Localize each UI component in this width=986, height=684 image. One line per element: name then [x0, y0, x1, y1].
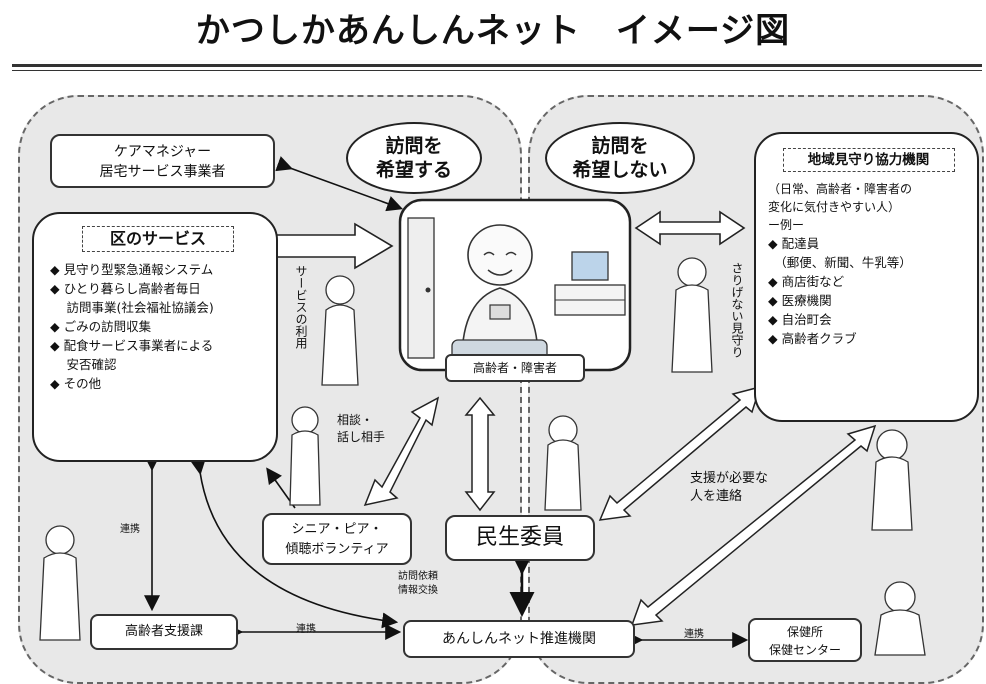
- anshin-net-org-box: あんしんネット推進機関: [403, 620, 635, 658]
- community-example: ー例ー: [768, 218, 805, 232]
- bubble-wish-line1: 訪問を: [385, 135, 443, 157]
- helper-person-icon: [321, 275, 359, 386]
- community-item: ◆ 配達員: [768, 236, 820, 251]
- bubble-wish-visit: 訪問を 希望する: [346, 122, 482, 194]
- elder-man-icon: [871, 429, 913, 531]
- cooperation-label: 連携: [684, 629, 704, 640]
- ward-service-item: ◆ 見守り型緊急通報システム: [50, 262, 214, 277]
- community-heading: 地域見守り協力機関: [782, 148, 955, 172]
- community-item: ◆ 高齢者クラブ: [768, 331, 857, 346]
- bubble-nowish-line1: 訪問を: [591, 135, 649, 157]
- consult-line2: 話し相手: [337, 430, 386, 444]
- consult-label: 相談・ 話し相手: [337, 412, 385, 446]
- service-use-label: サービスの利用: [294, 265, 308, 349]
- volunteer-line1: シニア・ピア・: [291, 522, 383, 537]
- elderly-label: 高齢者・障害者: [445, 354, 585, 382]
- ward-service-item: ◆ その他: [50, 376, 102, 391]
- care-manager-line2: 居宅サービス事業者: [99, 164, 226, 180]
- bubble-wish-line2: 希望する: [375, 159, 452, 181]
- support-needed-label: 支援が必要な 人を連絡: [690, 470, 768, 506]
- community-item: （郵便、新聞、牛乳等）: [768, 255, 912, 270]
- staff-person-icon: [39, 525, 81, 641]
- delivery-person-icon: [671, 257, 713, 373]
- minsei-person-icon: [544, 415, 582, 511]
- arrow-center-community: [634, 210, 746, 246]
- ward-service-item: ◆ ごみの訪問収集: [50, 319, 152, 334]
- visit-request-line1: 訪問依頼: [398, 571, 438, 582]
- ward-service-item: 訪問事業(社会福祉協議会): [50, 300, 214, 315]
- ward-service-item: ◆ 配食サービス事業者による: [50, 338, 214, 353]
- support-needed-line2: 人を連絡: [690, 489, 743, 504]
- community-desc1: （日常、高齢者・障害者の: [768, 182, 913, 196]
- health-line2: 保健センター: [768, 643, 841, 657]
- page-title: かつしかあんしんネット イメージ図: [195, 11, 791, 51]
- ward-services-list: ◆ 見守り型緊急通報システム ◆ ひとり暮らし高齢者毎日 訪問事業(社会福祉協議…: [50, 260, 266, 393]
- ward-service-item: ◆ ひとり暮らし高齢者毎日: [50, 281, 201, 296]
- bubble-nowish-line2: 希望しない: [572, 159, 668, 181]
- community-watch-box: 地域見守り協力機関 （日常、高齢者・障害者の 変化に気付きやすい人） ー例ー ◆…: [754, 132, 979, 422]
- minsei-box: 民生委員: [445, 515, 595, 561]
- bubble-no-visit: 訪問を 希望しない: [545, 122, 695, 194]
- arrow-ward-anshin: [190, 458, 399, 629]
- visit-request-label: 訪問依頼 情報交換: [398, 570, 438, 598]
- title-rule: [12, 64, 982, 67]
- community-item: ◆ 商店街など: [768, 274, 845, 289]
- support-needed-line1: 支援が必要な: [690, 471, 769, 486]
- ward-services-box: 区のサービス ◆ 見守り型緊急通報システム ◆ ひとり暮らし高齢者毎日 訪問事業…: [32, 212, 278, 462]
- volunteer-line2: 傾聴ボランティア: [285, 542, 389, 557]
- arrow-elderly-minsei: [464, 396, 496, 512]
- ward-services-heading: 区のサービス: [82, 226, 234, 252]
- casual-watch-label: さりげない見守り: [730, 262, 744, 358]
- care-manager-box: ケアマネジャー 居宅サービス事業者: [50, 134, 275, 188]
- volunteer-box: シニア・ピア・ 傾聴ボランティア: [262, 513, 412, 565]
- title-rule-thin: [12, 70, 982, 71]
- arrow-care-center: [275, 156, 404, 212]
- care-manager-line1: ケアマネジャー: [113, 144, 212, 160]
- health-staff-icon: [874, 581, 926, 656]
- ward-service-item: 安否確認: [50, 357, 117, 372]
- cooperation-label: 連携: [296, 624, 316, 635]
- arrow-anshin-community: [630, 424, 877, 626]
- volunteer-person-icon: [289, 406, 321, 506]
- community-list: ◆ 配達員 （郵便、新聞、牛乳等） ◆ 商店街など ◆ 医療機関 ◆ 自治町会 …: [768, 234, 969, 348]
- community-desc2: 変化に気付きやすい人）: [768, 200, 901, 214]
- visit-request-line2: 情報交換: [398, 585, 438, 596]
- community-item: ◆ 自治町会: [768, 312, 832, 327]
- community-item: ◆ 医療機関: [768, 293, 832, 308]
- health-center-box: 保健所 保健センター: [748, 618, 862, 662]
- cooperation-label: 連携: [120, 524, 140, 535]
- health-line1: 保健所: [786, 625, 823, 639]
- elderly-support-dept-box: 高齢者支援課: [90, 614, 238, 650]
- consult-line1: 相談・: [337, 413, 374, 427]
